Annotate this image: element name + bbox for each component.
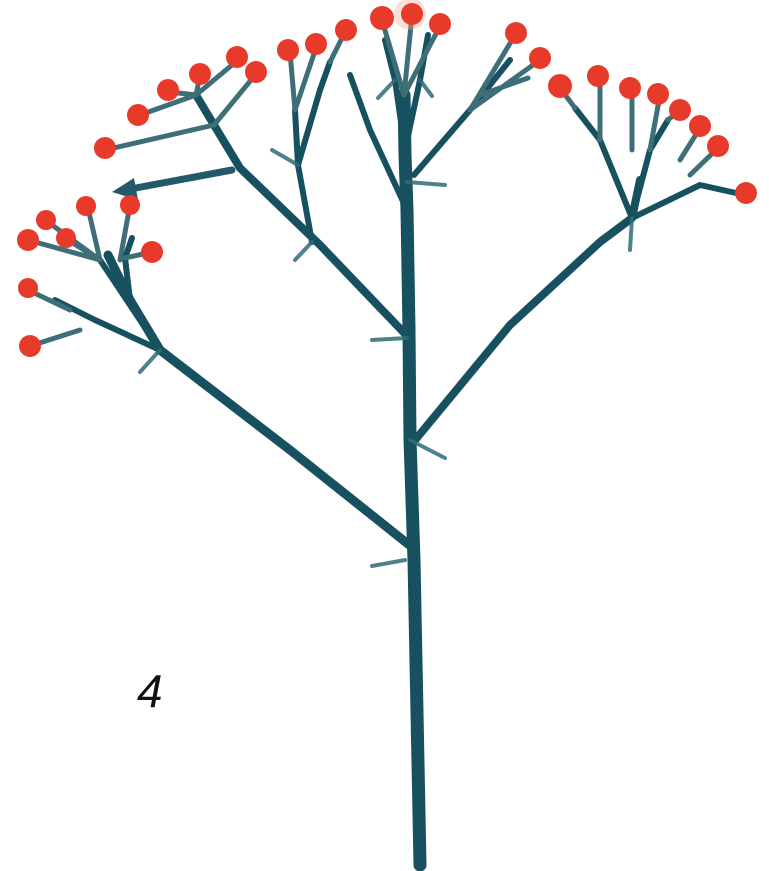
red-flower-dot — [36, 210, 56, 230]
branch-left-upper — [196, 95, 409, 338]
red-flower-dot — [17, 229, 39, 251]
red-flower-dot — [157, 79, 179, 101]
red-flower-dot — [245, 61, 267, 83]
branch-right — [411, 180, 640, 445]
red-flower-dot — [76, 196, 96, 216]
red-flower-dot — [18, 278, 38, 298]
red-flower-dot — [189, 63, 211, 85]
red-flower-dot — [429, 13, 451, 35]
red-flower-dot — [689, 115, 711, 137]
branch-right-side-a — [575, 108, 632, 218]
red-flower-dot — [94, 137, 116, 159]
branch-left-upper-side-b — [298, 62, 330, 165]
branch-left-lower-tip — [125, 238, 132, 300]
branch-right-side-c — [632, 185, 745, 218]
red-flower-dot — [587, 65, 609, 87]
arrow-shaft — [125, 170, 232, 190]
red-flower-dot — [735, 182, 757, 204]
bracts — [140, 80, 632, 566]
red-flower-dot — [56, 228, 76, 248]
pedicels-left-upper — [105, 60, 256, 150]
red-flower-dot — [669, 99, 691, 121]
red-flower-dot — [226, 46, 248, 68]
red-flower-dot — [707, 135, 729, 157]
red-flower-dot — [529, 47, 551, 69]
primary-branches — [108, 95, 640, 548]
red-flower-dot — [548, 74, 572, 98]
red-flower-dot — [505, 22, 527, 44]
red-flower-dot — [647, 83, 669, 105]
red-flower-dot — [141, 241, 163, 263]
red-flower-dot — [370, 6, 394, 30]
red-flower-dot — [120, 195, 140, 215]
figure-number-label: 4 — [137, 668, 163, 714]
branch-center-right — [414, 60, 510, 175]
red-flower-dot — [305, 33, 327, 55]
red-flower-dot — [19, 335, 41, 357]
red-flower-dot — [127, 104, 149, 126]
red-flower-dot — [619, 77, 641, 99]
red-flower-dot — [277, 39, 299, 61]
red-flower-dot — [335, 19, 357, 41]
node-bracts — [140, 80, 632, 566]
red-flower-dot — [401, 3, 423, 25]
